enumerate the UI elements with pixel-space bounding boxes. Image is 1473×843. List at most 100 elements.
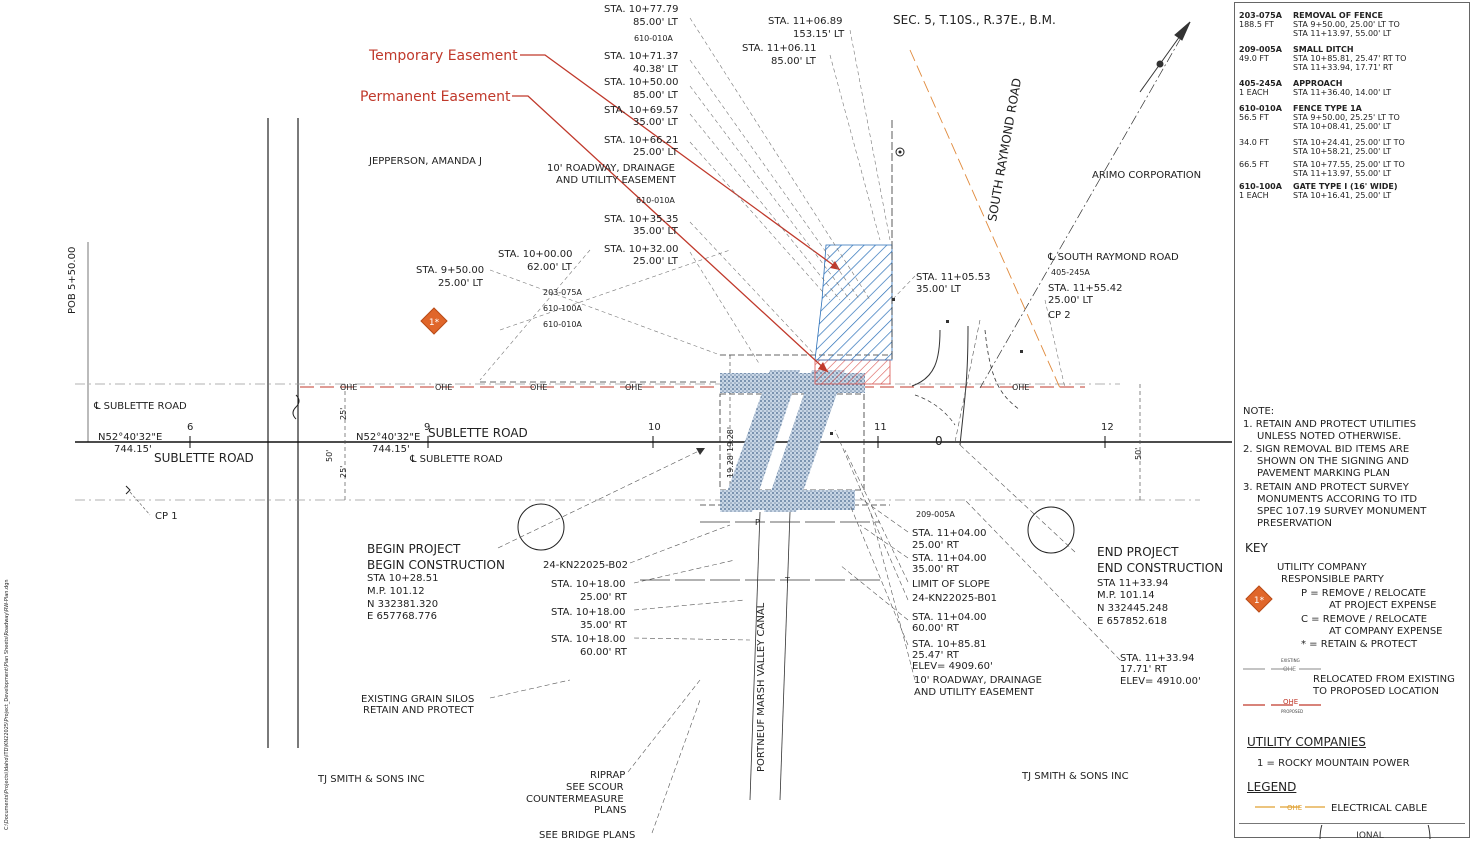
svg-text:25.00' LT: 25.00' LT xyxy=(633,256,679,267)
pob-label: POB 5+50.00 xyxy=(67,247,78,314)
canal-east-bank xyxy=(764,370,845,512)
bid-item-qty: 188.5 FT xyxy=(1239,20,1274,29)
canal-line-east xyxy=(779,511,791,801)
svg-text:M.P. 101.14: M.P. 101.14 xyxy=(1097,590,1155,601)
svg-text:LIMIT OF SLOPE: LIMIT OF SLOPE xyxy=(912,579,990,590)
svg-text:OHE: OHE xyxy=(1287,804,1302,812)
svg-text:62.00' LT: 62.00' LT xyxy=(527,262,573,273)
bid-item-qty: 34.0 FT xyxy=(1239,138,1269,147)
station-12: 12 xyxy=(1101,422,1114,433)
bid-item-title: FENCE TYPE 1A xyxy=(1293,104,1362,113)
dim-50-left: 50' xyxy=(325,450,334,462)
svg-text:35.00' LT: 35.00' LT xyxy=(916,284,962,295)
svg-text:RIPRAP: RIPRAP xyxy=(590,770,625,781)
cl-sublette-left: ℄ SUBLETTE ROAD xyxy=(93,401,187,412)
raymond-centerline xyxy=(979,21,1191,389)
relocated-line-2: TO PROPOSED LOCATION xyxy=(1313,686,1439,697)
note-1b: UNLESS NOTED OTHERWISE. xyxy=(1257,431,1402,442)
bid-item-title: SMALL DITCH xyxy=(1293,45,1354,54)
bid-item-code: 405-245A xyxy=(1239,79,1282,88)
bid-item-line: STA 10+24.41, 25.00' LT TO xyxy=(1293,138,1405,147)
note-3c: SPEC 107.19 SURVEY MONUMENT xyxy=(1257,506,1427,517)
sublette-road-mid: SUBLETTE ROAD xyxy=(428,426,528,440)
sublette-road-left: SUBLETTE ROAD xyxy=(154,451,254,465)
bid-item-line: STA 10+77.55, 25.00' LT TO xyxy=(1293,160,1405,169)
svg-text:35.00' LT: 35.00' LT xyxy=(633,117,679,128)
svg-text:STA. 11+55.42: STA. 11+55.42 xyxy=(1048,283,1122,294)
approach-edge-east xyxy=(959,325,969,446)
svg-text:OHE: OHE xyxy=(1283,698,1298,706)
ohe-relocation-symbol: EXISTING OHE OHE PROPOSED xyxy=(1243,658,1323,714)
svg-text:EXISTING GRAIN SILOS: EXISTING GRAIN SILOS xyxy=(361,694,474,705)
cp1-leader xyxy=(129,491,151,516)
svg-text:SEE SCOUR: SEE SCOUR xyxy=(566,782,624,793)
svg-text:AND UTILITY EASEMENT: AND UTILITY EASEMENT xyxy=(914,687,1035,698)
svg-text:17.71' RT: 17.71' RT xyxy=(1120,664,1168,675)
end-project-block: END PROJECT END CONSTRUCTION STA 11+33.9… xyxy=(1097,545,1223,687)
canal-label: PORTNEUF MARSH VALLEY CANAL xyxy=(756,602,767,772)
svg-text:STA 10+28.51: STA 10+28.51 xyxy=(367,573,438,584)
svg-text:60.00' RT: 60.00' RT xyxy=(580,647,628,658)
owner-jepperson: JEPPERSON, AMANDA J xyxy=(368,156,482,167)
electrical-cable-label: ELECTRICAL CABLE xyxy=(1331,803,1428,814)
bearing-left: N52°40'32"E xyxy=(98,432,162,443)
svg-text:35.00' RT: 35.00' RT xyxy=(580,620,628,631)
svg-text:610-100A: 610-100A xyxy=(543,304,582,313)
key-utility-marker-icon: 1* xyxy=(1245,585,1273,613)
svg-text:10' ROADWAY, DRAINAGE: 10' ROADWAY, DRAINAGE xyxy=(547,163,675,174)
svg-text:60.00' RT: 60.00' RT xyxy=(912,623,960,634)
svg-text:STA. 10+50.00: STA. 10+50.00 xyxy=(604,77,678,88)
svg-text:40.38' LT: 40.38' LT xyxy=(633,64,679,75)
bid-item-line: STA 9+50.00, 25.25' LT TO xyxy=(1293,113,1400,122)
bearing-mid-length: 744.15' xyxy=(372,444,410,455)
svg-text:COUNTERMEASURE: COUNTERMEASURE xyxy=(526,794,624,805)
bid-item-code: 610-100A xyxy=(1239,182,1282,191)
bid-item-qty: 1 EACH xyxy=(1239,191,1269,200)
north-arrow-icon xyxy=(1139,21,1191,93)
key-line-6: AT COMPANY EXPENSE xyxy=(1329,626,1443,637)
ohe-label-a: OHE xyxy=(340,383,357,392)
svg-text:END PROJECT: END PROJECT xyxy=(1097,545,1179,559)
bid-item-line: STA 10+58.21, 25.00' LT xyxy=(1293,147,1392,156)
svg-text:STA. 10+77.79: STA. 10+77.79 xyxy=(604,4,678,15)
svg-text:405-245A: 405-245A xyxy=(1051,268,1090,277)
svg-text:STA. 10+71.37: STA. 10+71.37 xyxy=(604,51,678,62)
station-6: 6 xyxy=(187,422,193,433)
svg-text:STA. 11+33.94: STA. 11+33.94 xyxy=(1120,653,1194,664)
svg-text:STA. 10+18.00: STA. 10+18.00 xyxy=(551,579,625,590)
notes-title: NOTE: xyxy=(1243,406,1275,417)
svg-text:IONAL: IONAL xyxy=(1356,831,1384,839)
permanent-easement-arrowhead xyxy=(818,362,828,372)
svg-text:STA. 9+50.00: STA. 9+50.00 xyxy=(416,265,484,276)
svg-text:STA. 10+32.00: STA. 10+32.00 xyxy=(604,244,678,255)
file-path: C:\Documents\Projects\Idaho\ITD\KN22025\… xyxy=(4,579,10,830)
cl-sublette-mid: ℄ SUBLETTE ROAD xyxy=(409,454,503,465)
bid-item-qty: 1 EACH xyxy=(1239,88,1269,97)
key-line-2: RESPONSIBLE PARTY xyxy=(1281,574,1384,585)
svg-text:BEGIN CONSTRUCTION: BEGIN CONSTRUCTION xyxy=(367,558,505,572)
bid-item-code: 209-005A xyxy=(1239,45,1282,54)
svg-text:24-KN22025-B01: 24-KN22025-B01 xyxy=(912,593,997,604)
svg-text:ELEV= 4909.60': ELEV= 4909.60' xyxy=(912,661,993,672)
svg-text:610-010A: 610-010A xyxy=(634,34,673,43)
dim-25-south: 25' xyxy=(339,466,348,478)
bid-item-qty: 56.5 FT xyxy=(1239,113,1269,122)
svg-text:610-010A: 610-010A xyxy=(543,320,582,329)
ohe-label-d: OHE xyxy=(625,383,642,392)
key-title: KEY xyxy=(1245,541,1268,555)
bid-item-line: STA 11+13.97, 55.00' LT xyxy=(1293,29,1392,38)
approach-curve-south xyxy=(914,394,956,426)
dim-19-28-south: 19.28' xyxy=(726,453,735,478)
key-line-3: P = REMOVE / RELOCATE xyxy=(1301,588,1427,599)
key-line-4: AT PROJECT EXPENSE xyxy=(1329,600,1437,611)
note-2b: SHOWN ON THE SIGNING AND xyxy=(1257,456,1409,467)
cp2-label: CP 2 xyxy=(1048,310,1071,321)
svg-text:STA. 11+04.00: STA. 11+04.00 xyxy=(912,612,986,623)
canal-west-bank xyxy=(720,370,800,512)
leader-lines-bottom xyxy=(489,319,1121,834)
key-line-1: UTILITY COMPANY xyxy=(1277,562,1367,573)
svg-text:STA. 11+04.00: STA. 11+04.00 xyxy=(912,553,986,564)
dim-50-right: 50' xyxy=(1134,448,1143,460)
